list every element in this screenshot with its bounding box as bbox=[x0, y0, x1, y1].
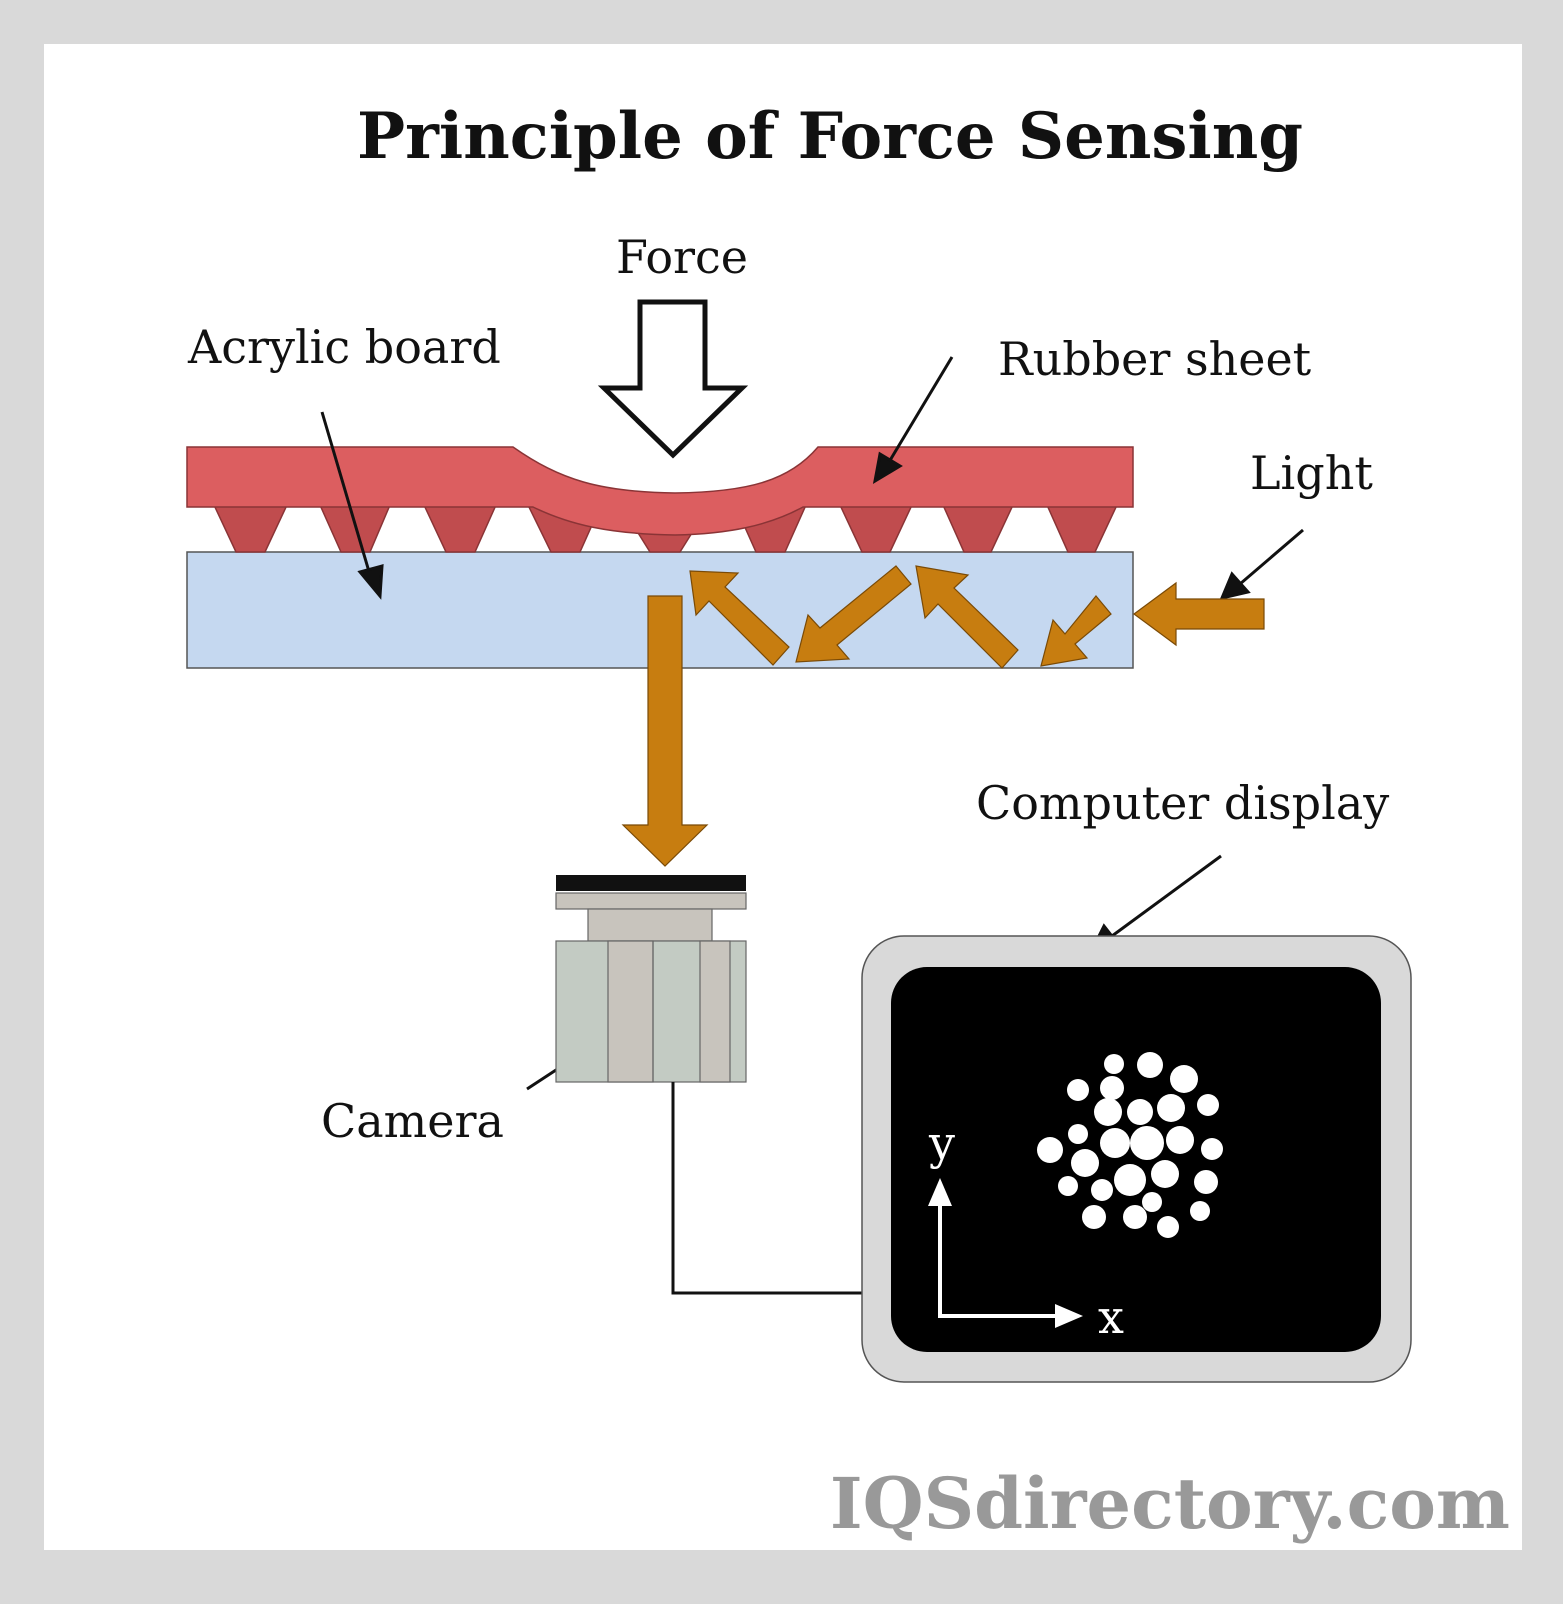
watermark: IQSdirectory.com bbox=[830, 1462, 1510, 1545]
camera-cable bbox=[671, 1082, 862, 1295]
camera-lens-black bbox=[556, 875, 746, 891]
contact-spot bbox=[1082, 1205, 1106, 1229]
contact-spot bbox=[1127, 1099, 1153, 1125]
display-screen bbox=[891, 967, 1381, 1352]
light-reflect-arrow-icon bbox=[795, 565, 912, 663]
camera-neck bbox=[587, 908, 713, 942]
y-axis-arrow-icon bbox=[928, 1178, 952, 1206]
axes-lines bbox=[938, 1201, 1060, 1318]
light-pointer-line bbox=[1239, 528, 1304, 586]
contact-spot bbox=[1194, 1170, 1218, 1194]
display-pointer-line bbox=[1111, 854, 1222, 938]
contact-spot bbox=[1067, 1079, 1089, 1101]
rubber-pointer-line bbox=[887, 356, 954, 463]
rubber-pointer-icon bbox=[872, 451, 903, 484]
contact-spot bbox=[1068, 1124, 1088, 1144]
camera bbox=[555, 875, 747, 1083]
contact-spot bbox=[1142, 1192, 1162, 1212]
force-arrow-icon bbox=[597, 299, 749, 459]
acrylic-board-label: Acrylic board bbox=[187, 320, 501, 374]
screen-axes: y x bbox=[928, 1116, 1124, 1344]
contact-spot bbox=[1100, 1128, 1130, 1158]
contact-spot bbox=[1157, 1216, 1179, 1238]
light-pointer-icon bbox=[1219, 571, 1251, 601]
force-label: Force bbox=[616, 230, 748, 284]
contact-spot bbox=[1091, 1179, 1113, 1201]
contact-spot bbox=[1151, 1160, 1179, 1188]
contact-spot bbox=[1123, 1205, 1147, 1229]
contact-spot bbox=[1114, 1164, 1146, 1196]
contact-spot bbox=[1058, 1176, 1078, 1196]
contact-spot bbox=[1104, 1054, 1124, 1074]
camera-body-band bbox=[607, 940, 654, 1083]
x-axis-arrow-icon bbox=[1055, 1304, 1083, 1328]
computer-display-label: Computer display bbox=[976, 776, 1389, 830]
axis-y-label: y bbox=[928, 1116, 955, 1170]
camera-label: Camera bbox=[321, 1094, 504, 1148]
light-path bbox=[621, 565, 1265, 867]
contact-spot bbox=[1157, 1094, 1185, 1122]
light-arrow-icon bbox=[1132, 581, 1265, 647]
acrylic-pointer-line bbox=[320, 411, 372, 576]
rubber-sheet-label: Rubber sheet bbox=[998, 332, 1312, 386]
contact-spot bbox=[1201, 1138, 1223, 1160]
contact-spot bbox=[1166, 1126, 1194, 1154]
contact-spots bbox=[1037, 1052, 1223, 1238]
camera-body-band bbox=[699, 940, 731, 1083]
light-down-arrow-icon bbox=[621, 595, 709, 867]
light-reflect-arrow-icon bbox=[689, 570, 790, 666]
contact-spot bbox=[1037, 1137, 1063, 1163]
light-reflect-arrow-icon bbox=[915, 565, 1019, 669]
axis-x-label: x bbox=[1098, 1290, 1124, 1344]
diagram-title: Principle of Force Sensing bbox=[357, 99, 1303, 174]
contact-spot bbox=[1071, 1149, 1099, 1177]
acrylic-pointer-icon bbox=[357, 563, 384, 600]
contact-spot bbox=[1137, 1052, 1163, 1078]
contact-spot bbox=[1094, 1098, 1122, 1126]
contact-spot bbox=[1190, 1201, 1210, 1221]
light-reflect-arrow-icon bbox=[1040, 595, 1112, 667]
contact-spot bbox=[1130, 1126, 1164, 1160]
camera-lens-grey bbox=[555, 892, 747, 910]
contact-spot bbox=[1170, 1065, 1198, 1093]
contact-spot bbox=[1100, 1076, 1124, 1100]
light-label: Light bbox=[1250, 446, 1373, 500]
contact-spot bbox=[1197, 1094, 1219, 1116]
